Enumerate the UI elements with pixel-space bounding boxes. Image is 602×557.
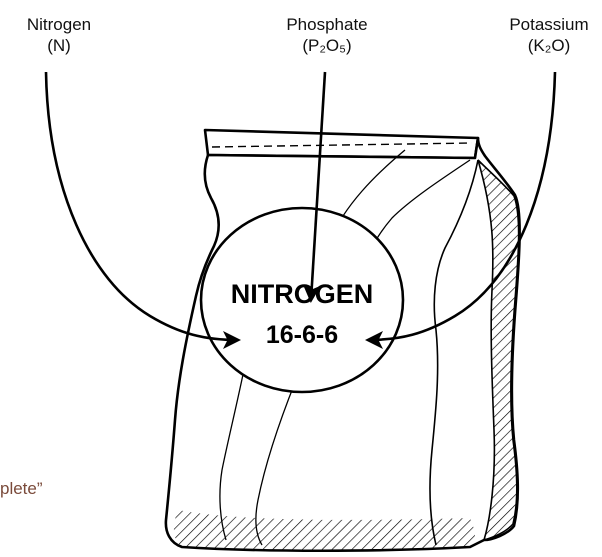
potassium-name: Potassium — [496, 14, 602, 35]
potassium-label: Potassium (K₂O) — [496, 14, 602, 56]
bag-grade: 16-6-6 — [266, 321, 338, 349]
phosphate-name: Phosphate — [257, 14, 397, 35]
nitrogen-label: Nitrogen (N) — [4, 14, 114, 56]
phosphate-formula: (P₂O₅) — [257, 35, 397, 56]
bag-product-name: NITROGEN — [231, 279, 374, 309]
potassium-formula: (K₂O) — [496, 35, 602, 56]
phosphate-label: Phosphate (P₂O₅) — [257, 14, 397, 56]
nitrogen-name: Nitrogen — [4, 14, 114, 35]
caption-fragment: plete” — [0, 479, 43, 499]
nitrogen-formula: (N) — [4, 35, 114, 56]
